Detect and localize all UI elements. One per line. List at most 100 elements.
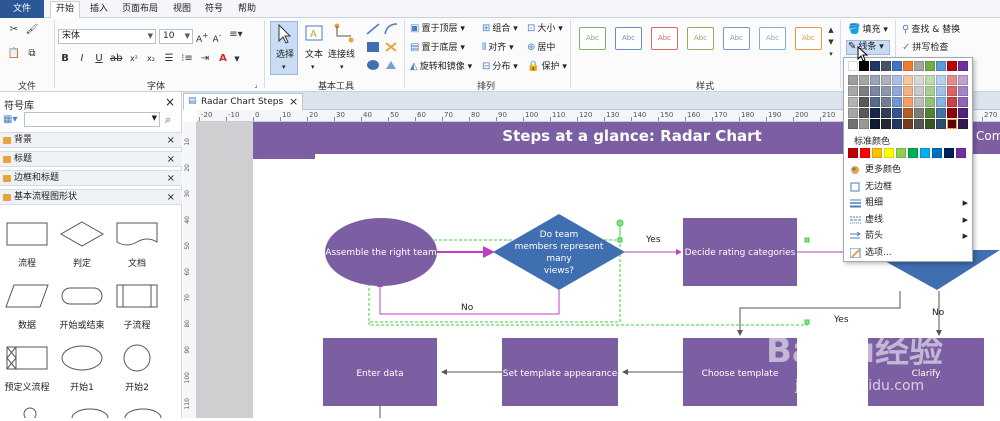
- theme-color-swatch[interactable]: [892, 61, 902, 71]
- standard-color-swatch[interactable]: [908, 148, 918, 158]
- menu-item-3[interactable]: 页面布局: [121, 4, 158, 14]
- theme-color-swatch[interactable]: [958, 119, 968, 129]
- font-size-select[interactable]: 10▼: [159, 29, 193, 44]
- process-shape[interactable]: [4, 220, 50, 248]
- format-painter-icon[interactable]: 🖌: [25, 24, 39, 35]
- protect-button[interactable]: 🔒保护 ▾: [527, 61, 567, 72]
- theme-color-swatch[interactable]: [925, 119, 935, 129]
- connector-tool-icon[interactable]: [333, 22, 355, 44]
- font-shrink-icon[interactable]: A-: [212, 31, 222, 45]
- rectangle-shape-icon[interactable]: [366, 41, 380, 53]
- standard-color-swatch[interactable]: [932, 148, 942, 158]
- theme-color-swatch[interactable]: [870, 75, 880, 85]
- node-choose-template[interactable]: [683, 338, 797, 406]
- document-tab[interactable]: ▤ Radar Chart Steps ×: [183, 93, 303, 110]
- gallery-down-icon[interactable]: ▼: [828, 38, 834, 46]
- theme-color-swatch[interactable]: [848, 61, 858, 71]
- theme-color-swatch[interactable]: [848, 97, 858, 107]
- underline-icon[interactable]: U: [95, 53, 103, 64]
- dropdown-item[interactable]: 无边框: [844, 179, 972, 195]
- node-template-appearance[interactable]: [502, 338, 618, 406]
- diagram-title[interactable]: Steps at a glance: Radar Chart: [502, 127, 761, 145]
- distribute-button[interactable]: ⊟分布 ▾: [482, 61, 518, 72]
- font-color-icon[interactable]: A: [219, 53, 227, 64]
- standard-color-swatch[interactable]: [860, 148, 870, 158]
- theme-color-swatch[interactable]: [958, 61, 968, 71]
- connector-to-choose[interactable]: [737, 291, 901, 336]
- theme-color-swatch[interactable]: [903, 75, 913, 85]
- theme-color-swatch[interactable]: [947, 119, 957, 129]
- align-button[interactable]: ⫴对齐 ▾: [482, 42, 514, 53]
- search-icon[interactable]: ⌕: [165, 113, 172, 126]
- theme-color-swatch[interactable]: [870, 86, 880, 96]
- style-swatch[interactable]: Abc: [615, 27, 642, 50]
- theme-color-swatch[interactable]: [925, 75, 935, 85]
- group-button[interactable]: ⊞组合 ▾: [482, 23, 518, 34]
- center-button[interactable]: ⊕居中: [527, 42, 556, 53]
- gallery-up-icon[interactable]: ▲: [828, 26, 834, 34]
- theme-color-swatch[interactable]: [936, 108, 946, 118]
- dropdown-item[interactable]: 选项...: [844, 245, 972, 261]
- theme-color-swatch[interactable]: [914, 108, 924, 118]
- subscript-icon[interactable]: x₂: [147, 54, 155, 63]
- close-icon[interactable]: ×: [165, 95, 176, 109]
- theme-color-swatch[interactable]: [859, 119, 869, 129]
- data-shape[interactable]: [4, 282, 50, 310]
- theme-color-swatch[interactable]: [859, 61, 869, 71]
- theme-color-swatch[interactable]: [914, 75, 924, 85]
- resize-handle[interactable]: [804, 319, 810, 325]
- style-swatch[interactable]: Abc: [687, 27, 714, 50]
- close-icon[interactable]: ×: [166, 135, 175, 146]
- library-category[interactable]: 背景×: [0, 132, 182, 148]
- standard-color-swatch[interactable]: [956, 148, 966, 158]
- theme-color-swatch[interactable]: [947, 97, 957, 107]
- theme-color-swatch[interactable]: [870, 119, 880, 129]
- theme-color-swatch[interactable]: [870, 97, 880, 107]
- style-swatch[interactable]: Abc: [795, 27, 822, 50]
- connector-no-loop[interactable]: [377, 281, 560, 315]
- copy-icon[interactable]: ⧉: [28, 48, 36, 59]
- menu-item-2[interactable]: 插入: [89, 4, 108, 14]
- library-grid-icon[interactable]: ▦▾: [3, 114, 18, 125]
- standard-color-swatch[interactable]: [872, 148, 882, 158]
- standard-color-swatch[interactable]: [896, 148, 906, 158]
- theme-color-swatch[interactable]: [881, 97, 891, 107]
- node-rating-categories[interactable]: [683, 218, 797, 286]
- dropdown-item[interactable]: 虚线▶: [844, 212, 972, 228]
- style-swatch[interactable]: Abc: [723, 27, 750, 50]
- menu-item-6[interactable]: 帮助: [237, 4, 256, 14]
- find-replace-button[interactable]: ⚲查找 & 替换: [902, 24, 961, 35]
- gallery-more-icon[interactable]: ▾: [829, 50, 833, 58]
- menu-file[interactable]: 文件: [0, 0, 44, 18]
- resize-handle[interactable]: [804, 237, 810, 243]
- standard-color-swatch[interactable]: [884, 148, 894, 158]
- theme-color-swatch[interactable]: [947, 86, 957, 96]
- theme-color-swatch[interactable]: [958, 108, 968, 118]
- line-spacing-icon[interactable]: ☰: [164, 53, 174, 64]
- standard-color-swatch[interactable]: [848, 148, 858, 158]
- rotate-mirror-button[interactable]: ◭旋转和镜像 ▾: [410, 61, 473, 72]
- dropdown-item[interactable]: 箭头▶: [844, 228, 972, 244]
- start1-shape[interactable]: [59, 344, 105, 372]
- menu-item-1[interactable]: 开始: [50, 1, 80, 19]
- theme-color-swatch[interactable]: [914, 97, 924, 107]
- rotate-handle[interactable]: [616, 219, 624, 227]
- theme-color-swatch[interactable]: [859, 97, 869, 107]
- theme-color-swatch[interactable]: [958, 86, 968, 96]
- text-tool-label[interactable]: 文本: [305, 50, 324, 60]
- theme-color-swatch[interactable]: [859, 86, 869, 96]
- theme-color-swatch[interactable]: [914, 119, 924, 129]
- bold-icon[interactable]: B: [61, 53, 69, 64]
- style-swatch[interactable]: Abc: [651, 27, 678, 50]
- theme-color-swatch[interactable]: [870, 108, 880, 118]
- spellcheck-button[interactable]: ✓拼写检查: [902, 42, 949, 53]
- node-assemble-team[interactable]: [325, 218, 437, 286]
- tab-close-icon[interactable]: ×: [289, 95, 299, 108]
- start2-shape[interactable]: [114, 344, 160, 372]
- node-clarify[interactable]: [868, 338, 984, 406]
- theme-color-swatch[interactable]: [848, 108, 858, 118]
- theme-color-swatch[interactable]: [914, 86, 924, 96]
- font-dialog-launcher-icon[interactable]: ⌟: [254, 81, 258, 89]
- theme-color-swatch[interactable]: [936, 61, 946, 71]
- theme-color-swatch[interactable]: [848, 75, 858, 85]
